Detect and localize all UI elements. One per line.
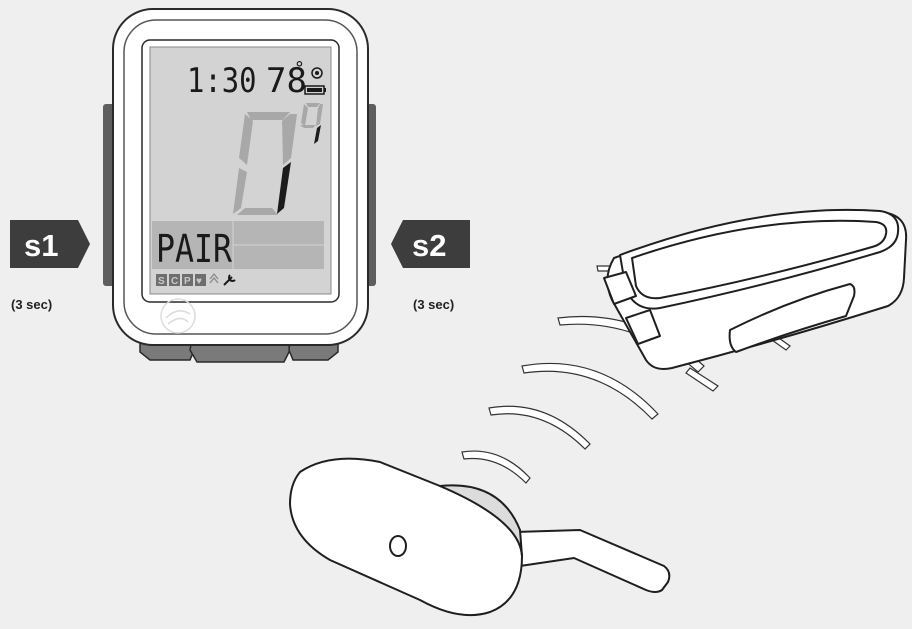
sensor-arm (514, 529, 671, 593)
temperature-unit: ° (294, 58, 305, 79)
chevron-up-icon (209, 272, 219, 284)
signal-arc (461, 450, 531, 484)
sensor-box-clip-lower (625, 309, 661, 345)
svg-text:C: C (171, 276, 178, 287)
s2-button-indicator: s2 (3 sec) (391, 220, 470, 312)
signal-arc (521, 362, 659, 420)
sensor-box-slot (728, 283, 856, 353)
svg-text:♥: ♥ (196, 276, 202, 287)
speed-digit-small (300, 103, 323, 144)
sensor-magnet-hole (389, 535, 407, 557)
wrench-icon (223, 274, 236, 286)
sensor-box (603, 208, 908, 370)
sensor-pod (289, 457, 671, 617)
sensor-box-face (631, 219, 888, 300)
signal-arc (488, 405, 591, 450)
s1-tag (10, 220, 90, 268)
time-readout: 1:30 (187, 62, 257, 101)
heart-rate-icon (195, 274, 206, 286)
sensor-box-top (619, 208, 900, 310)
s1-button-indicator: s1 (3 sec) (10, 220, 90, 312)
s1-label: s1 (24, 228, 58, 263)
cadence-icon (169, 274, 180, 286)
s1-hold-duration: (3 sec) (11, 297, 52, 312)
speed-digit-large (233, 112, 297, 215)
signal-icon (311, 67, 323, 79)
computer-bezel (123, 19, 358, 335)
sensor-pod-body (289, 457, 523, 617)
status-icons: S C P ♥ (156, 272, 236, 287)
s2-tag (391, 220, 470, 268)
s2-hold-duration: (3 sec) (413, 297, 454, 312)
bike-computer: 1:30 78 ° PAIR (103, 8, 376, 363)
svg-text:P: P (184, 276, 191, 287)
signal-arc (685, 367, 719, 392)
svg-text:S: S (158, 276, 165, 287)
speed-icon (156, 274, 167, 286)
mode-text: PAIR (156, 227, 232, 271)
logo-emboss (160, 298, 196, 334)
temperature-readout: 78 (266, 61, 307, 101)
power-icon (182, 274, 193, 286)
s2-label: s2 (412, 228, 446, 263)
sensor-box-clip-upper (603, 271, 637, 305)
